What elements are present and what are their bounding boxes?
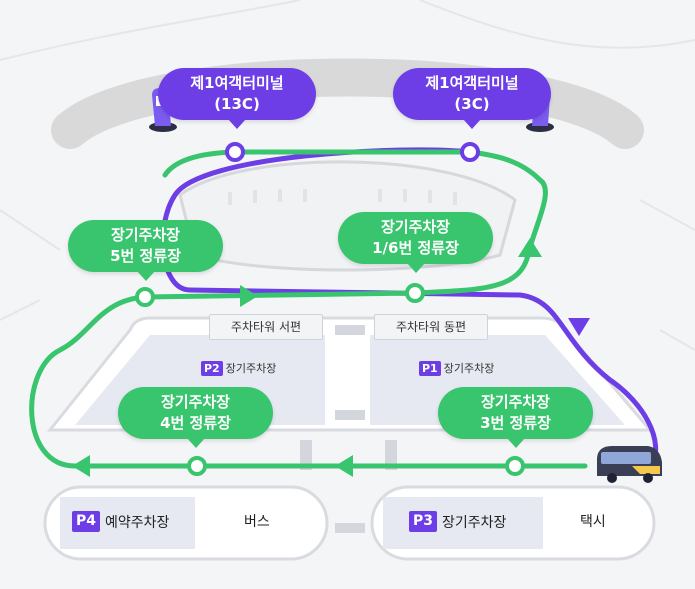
stop-number: 4번 정류장 bbox=[160, 414, 231, 432]
zone-taxi-label: 택시 bbox=[580, 514, 606, 530]
shuttle-bus-icon bbox=[597, 446, 662, 483]
stop-marker-13c bbox=[225, 142, 245, 162]
stop-markers bbox=[135, 142, 525, 476]
lot-connectors bbox=[300, 325, 397, 533]
stop-marker-5 bbox=[135, 287, 155, 307]
terminal-name: 제1여객터미널 bbox=[190, 74, 284, 92]
zone-p3-text: 장기주차장 bbox=[442, 514, 507, 531]
green-arrow-up bbox=[518, 238, 542, 257]
lot-p1-text: 장기주차장 bbox=[443, 362, 495, 375]
zone-p4-badge: P4 bbox=[72, 511, 101, 532]
stop-marker-4 bbox=[187, 456, 207, 476]
stop-bubble-1-6[interactable]: 장기주차장 1/6번 정류장 bbox=[338, 212, 493, 273]
background-streets bbox=[0, 0, 695, 351]
zone-p3-badge: P3 bbox=[409, 511, 438, 532]
stop-lot-name: 장기주차장 bbox=[480, 393, 550, 411]
zone-p4-side: 버스 bbox=[244, 511, 270, 531]
stop-number: 3번 정류장 bbox=[480, 414, 551, 432]
tower-east-label: 주차타워 동편 bbox=[374, 314, 488, 340]
lot-p2-label: P2 장기주차장 bbox=[201, 360, 276, 376]
tower-west-label: 주차타워 서편 bbox=[209, 314, 323, 340]
lot-p1-badge: P1 bbox=[419, 360, 441, 376]
stop-lot-name: 장기주차장 bbox=[110, 226, 180, 244]
green-arrow-right bbox=[240, 285, 258, 307]
stop-marker-3 bbox=[505, 456, 525, 476]
purple-route-line bbox=[160, 147, 659, 473]
stop-bubble-4[interactable]: 장기주차장 4번 정류장 bbox=[118, 387, 273, 448]
stop-marker-3c bbox=[460, 142, 480, 162]
terminal-gate: (3C) bbox=[454, 95, 490, 113]
stop-number: 5번 정류장 bbox=[110, 247, 181, 265]
zone-p4-text: 예약주차장 bbox=[105, 514, 170, 531]
stop-lot-name: 장기주차장 bbox=[160, 393, 230, 411]
zone-p3-title: P3 장기주차장 bbox=[409, 511, 506, 532]
stop-number: 1/6번 정류장 bbox=[372, 239, 459, 257]
terminal-bubble-3c[interactable]: 제1여객터미널 (3C) bbox=[393, 68, 551, 129]
stop-bubble-3[interactable]: 장기주차장 3번 정류장 bbox=[438, 387, 593, 448]
stop-lot-name: 장기주차장 bbox=[380, 218, 450, 236]
zone-bus-label: 버스 bbox=[244, 514, 270, 530]
lot-p2-text: 장기주차장 bbox=[225, 362, 277, 375]
zone-p4-title: P4 예약주차장 bbox=[72, 511, 169, 532]
terminal-bubble-13c[interactable]: 제1여객터미널 (13C) bbox=[158, 68, 316, 129]
stop-marker-1-6 bbox=[405, 283, 425, 303]
lot-p1-label: P1 장기주차장 bbox=[419, 360, 494, 376]
terminal-building-band bbox=[51, 58, 644, 149]
lot-p2-badge: P2 bbox=[201, 360, 223, 376]
stop-bubble-5[interactable]: 장기주차장 5번 정류장 bbox=[68, 220, 223, 281]
terminal-name: 제1여객터미널 bbox=[425, 74, 519, 92]
green-arrow-left-2 bbox=[335, 455, 353, 477]
inner-parking-stripes bbox=[228, 189, 457, 205]
zone-p3-side: 택시 bbox=[580, 511, 606, 531]
purple-route-arrow bbox=[568, 318, 590, 336]
terminal-gate: (13C) bbox=[214, 95, 260, 113]
green-arrow-left-1 bbox=[72, 455, 90, 477]
